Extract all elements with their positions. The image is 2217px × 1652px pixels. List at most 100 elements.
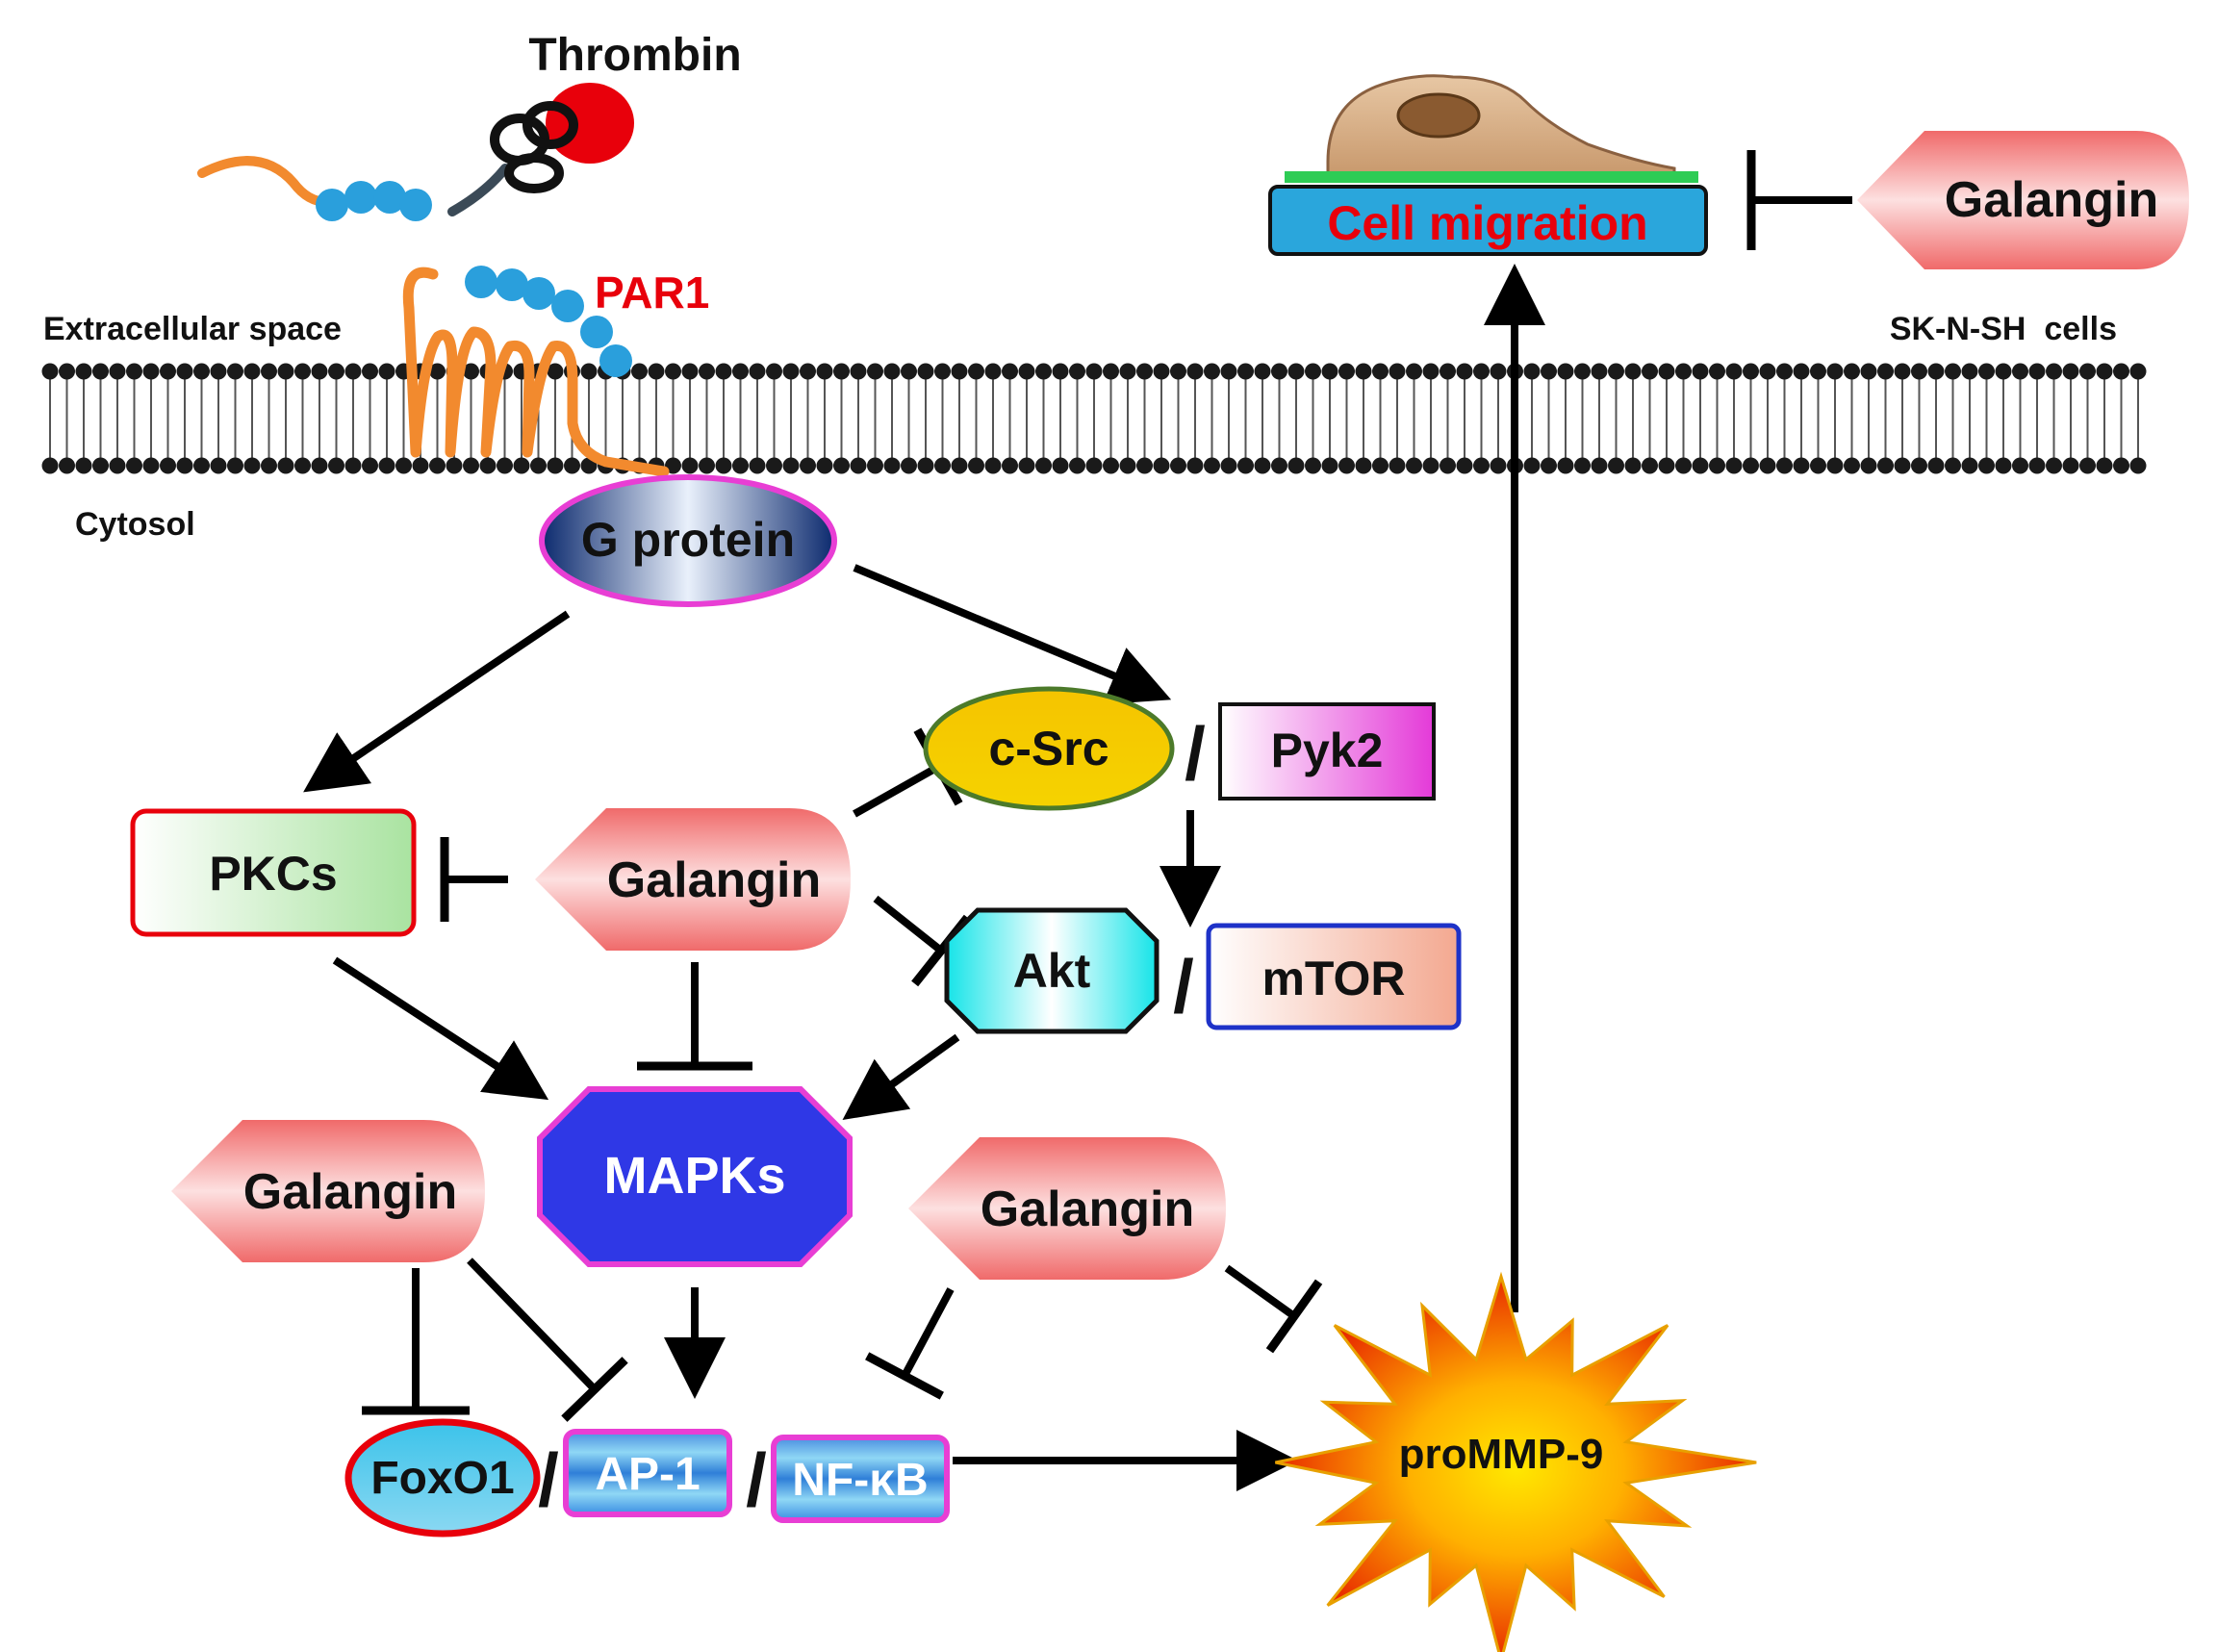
receptor-bead	[522, 277, 555, 310]
lipid-head	[699, 457, 715, 474]
lipid-head	[92, 457, 109, 474]
lipid-head	[580, 363, 598, 380]
par1-label: PAR1	[595, 267, 709, 318]
lipid-head	[1355, 363, 1372, 380]
lipid-head	[1776, 457, 1793, 474]
lipid-head	[1911, 457, 1927, 474]
lipid-head	[59, 363, 75, 380]
lipid-head	[126, 457, 142, 474]
lipid-head	[1557, 363, 1574, 380]
lipid-head	[984, 457, 1002, 474]
lipid-head	[2012, 457, 2028, 474]
lipid-head	[934, 457, 951, 474]
galangin-inhibits-ap1-bar	[561, 1357, 628, 1422]
receptor-bead	[373, 181, 406, 214]
extracellular-label: Extracellular space	[43, 311, 342, 347]
lipid-head	[2062, 363, 2079, 380]
lipid-head	[1826, 457, 1844, 474]
lipid-head	[344, 363, 362, 380]
receptor-beads	[316, 181, 632, 377]
lipid-head	[1035, 363, 1052, 380]
foxo1-label: FoxO1	[370, 1453, 514, 1504]
lipid-head	[1305, 363, 1321, 380]
lipid-head	[1743, 457, 1759, 474]
lipid-head	[1422, 363, 1440, 380]
cell-migration-label: Cell migration	[1327, 196, 1647, 250]
migrating-cell-icon	[1326, 74, 1676, 175]
lipid-head	[109, 363, 126, 380]
lipid-head	[530, 457, 547, 474]
lipid-head	[1759, 363, 1776, 380]
lipid-head	[1675, 363, 1692, 380]
lipid-head	[2028, 457, 2046, 474]
lipid-head	[1927, 457, 1945, 474]
lipid-head	[1978, 457, 1995, 474]
c-src-label: c-Src	[988, 722, 1108, 775]
akt-label: Akt	[1013, 944, 1091, 998]
lipid-head	[126, 363, 142, 380]
lipid-head	[210, 363, 227, 380]
galangin-inhibitor-left: Galangin	[171, 1120, 485, 1262]
lipid-head	[1894, 363, 1911, 380]
lipid-head	[2113, 363, 2129, 380]
lipid-head	[732, 457, 749, 474]
lipid-head	[648, 363, 665, 380]
lipid-head	[1456, 363, 1473, 380]
prommp9-node: proMMP-9	[1275, 1271, 1757, 1652]
receptor-bead	[599, 344, 632, 377]
lipid-head	[1473, 457, 1490, 474]
lipid-head	[1440, 363, 1456, 380]
lipid-head	[883, 363, 901, 380]
g-protein-label: G protein	[581, 513, 795, 567]
lipid-head	[1692, 457, 1709, 474]
lipid-head	[1709, 457, 1725, 474]
lipid-head	[564, 457, 580, 474]
lipid-head	[59, 457, 75, 474]
lipid-head	[1254, 457, 1271, 474]
lipid-head	[681, 457, 699, 474]
lipid-head	[833, 363, 850, 380]
thrombin-binding-tether	[447, 164, 510, 216]
galangin-inhibits-prommp9	[1224, 1264, 1297, 1320]
galangin-inhibits-akt	[873, 895, 944, 954]
lipid-head	[1456, 457, 1473, 474]
lipid-head	[1591, 363, 1608, 380]
galangin-inhibits-nfkb	[901, 1287, 955, 1378]
lipid-head	[176, 363, 193, 380]
lipid-head	[968, 457, 984, 474]
lipid-head	[1624, 457, 1642, 474]
lipid-head	[1372, 363, 1389, 380]
lipid-head	[715, 363, 732, 380]
receptor-bead	[465, 266, 497, 298]
ap1-label: AP-1	[595, 1449, 700, 1500]
lipid-head	[850, 457, 867, 474]
lipid-head	[294, 457, 311, 474]
galangin-inhibits-csrc	[853, 763, 940, 818]
mapks-label: MAPKs	[603, 1147, 785, 1205]
lipid-head	[1002, 363, 1018, 380]
lipid-head	[446, 457, 463, 474]
lipid-head	[1119, 363, 1136, 380]
lipid-head	[867, 457, 883, 474]
lipid-head	[1389, 363, 1406, 380]
lipid-head	[1490, 457, 1507, 474]
akt-node: Akt	[944, 907, 1159, 1034]
lipid-head	[193, 457, 210, 474]
galangin-inhibits-nfkb-bar	[865, 1352, 944, 1400]
lipid-head	[749, 457, 766, 474]
lipid-head	[160, 457, 176, 474]
lipid-head	[816, 363, 833, 380]
lipid-head	[2046, 363, 2062, 380]
lipid-head	[2113, 457, 2129, 474]
lipid-head	[176, 457, 193, 474]
lipid-head	[984, 363, 1002, 380]
lipid-head	[1052, 457, 1069, 474]
lipid-head	[1675, 457, 1692, 474]
lipid-head	[41, 363, 59, 380]
lipid-head	[362, 457, 378, 474]
lipid-head	[1271, 363, 1287, 380]
galangin-label-right: Galangin	[981, 1182, 1194, 1237]
lipid-head	[1490, 363, 1507, 380]
lipid-head	[227, 457, 243, 474]
lipid-head	[193, 363, 210, 380]
